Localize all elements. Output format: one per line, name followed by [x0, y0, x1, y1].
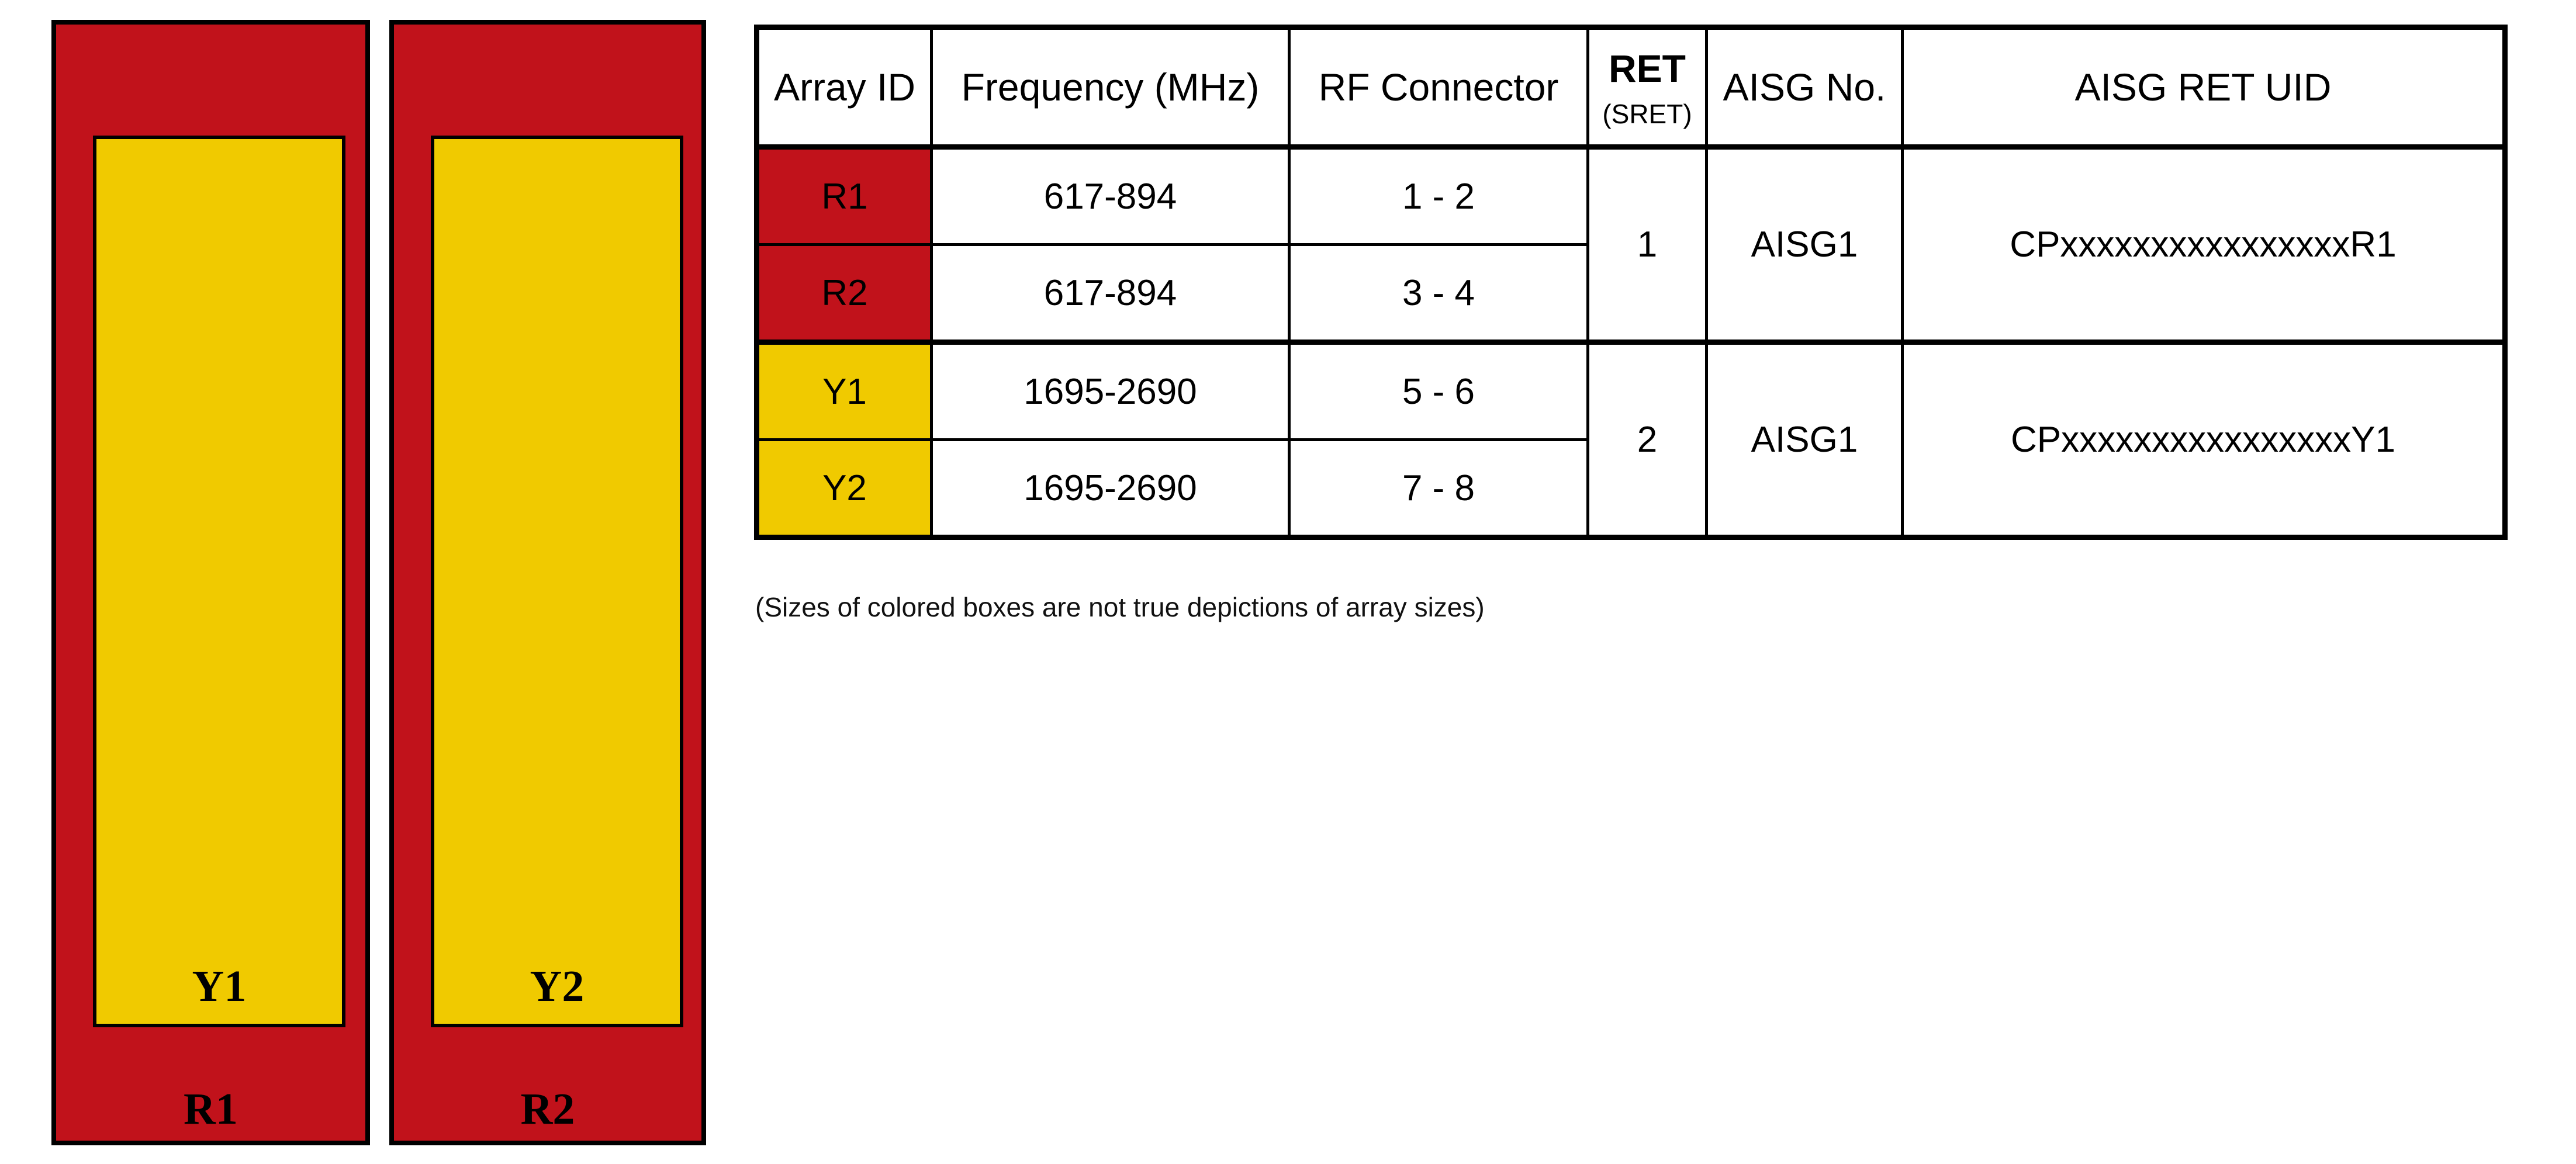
table-row-y1: Y1 1695-2690 5 - 6 2 AISG1 CPxxxxxxxxxxx… [755, 340, 2506, 539]
cell-array-id: Y2 [755, 438, 933, 539]
cell-ret-group2: 2 [1586, 340, 1708, 539]
col-header-ret: RET (SRET) [1586, 26, 1708, 150]
cell-aisg-uid-group2: CPxxxxxxxxxxxxxxxxY1 [1901, 340, 2506, 539]
cell-frequency: 617-894 [930, 243, 1291, 344]
cell-rf-connector: 5 - 6 [1288, 340, 1589, 441]
array-outer-box-r2: Y2 R2 [389, 20, 706, 1145]
array-outer-label: R2 [520, 1085, 575, 1134]
array-inner-box-y1: Y1 [93, 136, 345, 1027]
cell-rf-connector: 3 - 4 [1288, 243, 1589, 344]
col-header-aisg-no: AISG No. [1705, 26, 1904, 150]
cell-aisg-uid-group1: CPxxxxxxxxxxxxxxxxR1 [1901, 146, 2506, 344]
table-row-r2: R2 617-894 3 - 4 [755, 243, 2505, 344]
array-inner-label: Y1 [192, 962, 247, 1011]
col-header-rf-connector: RF Connector [1288, 26, 1589, 150]
cell-rf-connector: 1 - 2 [1288, 146, 1589, 246]
col-header-ret-line2: (SRET) [1602, 99, 1692, 129]
cell-aisg-no-group2: AISG1 [1705, 340, 1904, 539]
spec-table: Array ID Frequency (MHz) RF Connector RE… [754, 25, 2508, 540]
cell-frequency: 1695-2690 [930, 340, 1291, 441]
col-header-aisg-ret-uid: AISG RET UID [1901, 26, 2506, 150]
array-outer-box-r1: Y1 R1 [51, 20, 370, 1145]
table-row-r1: R1 617-894 1 - 2 1 AISG1 CPxxxxxxxxxxxxx… [755, 146, 2506, 344]
array-inner-label: Y2 [530, 962, 585, 1011]
cell-frequency: 1695-2690 [930, 438, 1291, 539]
table-row-y2: Y2 1695-2690 7 - 8 [755, 438, 2505, 539]
cell-array-id: Y1 [755, 340, 933, 441]
diagram-caption: (Sizes of colored boxes are not true dep… [755, 592, 1485, 622]
cell-array-id: R1 [755, 146, 933, 246]
col-header-array-id: Array ID [755, 26, 933, 150]
header-row: Array ID Frequency (MHz) RF Connector RE… [755, 26, 2506, 150]
cell-array-id: R2 [755, 243, 933, 344]
array-outer-label: R1 [184, 1085, 238, 1134]
cell-ret-group1: 1 [1586, 146, 1708, 344]
cell-frequency: 617-894 [930, 146, 1291, 246]
cell-aisg-no-group1: AISG1 [1705, 146, 1904, 344]
array-inner-box-y2: Y2 [431, 136, 683, 1027]
col-header-frequency: Frequency (MHz) [930, 26, 1291, 150]
cell-rf-connector: 7 - 8 [1288, 438, 1589, 539]
col-header-ret-line1: RET [1609, 47, 1686, 90]
